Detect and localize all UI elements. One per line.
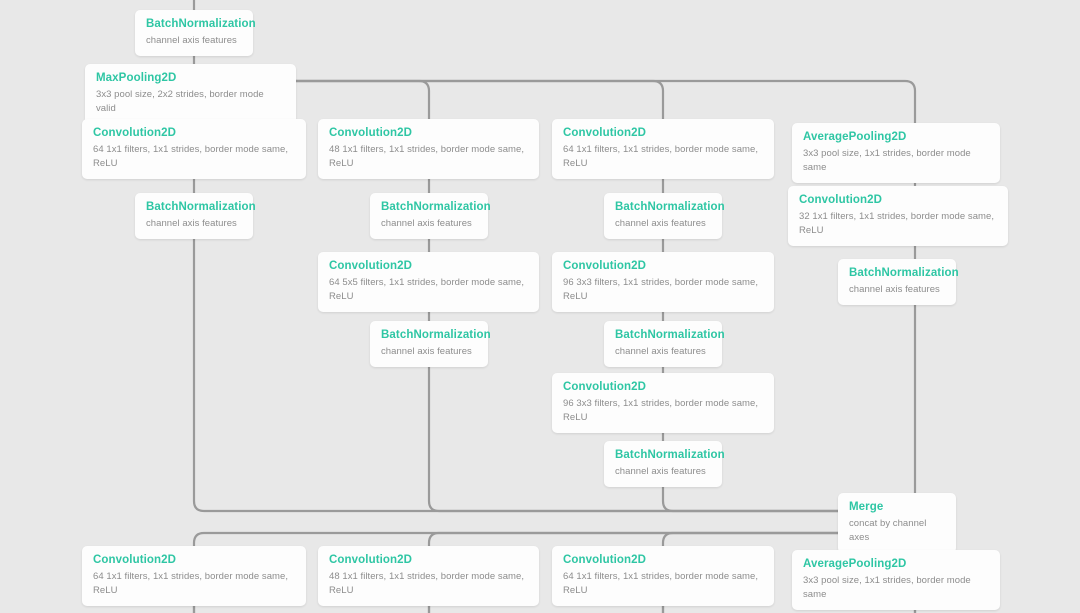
- edge-bus-to-col3: [296, 79, 665, 119]
- node-description: channel axis features: [615, 218, 706, 229]
- node-title: Convolution2D: [329, 127, 413, 139]
- node-description: 3x3 pool size, 1x1 strides, border mode …: [803, 148, 971, 173]
- node-title: Convolution2D: [563, 554, 647, 566]
- averagepooling2d-col4[interactable]: AveragePooling2D 3x3 pool size, 1x1 strid…: [792, 123, 1000, 183]
- node-description: 64 1x1 filters, 1x1 strides, border mode…: [563, 144, 759, 169]
- convolution2d-col4-row1[interactable]: Convolution2D 32 1x1 filters, 1x1 strides…: [788, 186, 1008, 246]
- node-title: Convolution2D: [563, 127, 647, 139]
- node-description: channel axis features: [381, 218, 472, 229]
- node-title: Convolution2D: [563, 260, 647, 272]
- node-title: AveragePooling2D: [803, 131, 907, 143]
- batchnormalization-col3-row2[interactable]: BatchNormalization channel axis features: [604, 321, 725, 367]
- node-description: channel axis features: [849, 284, 940, 295]
- convolution2d-col3-row2[interactable]: Convolution2D 96 3x3 filters, 1x1 strides…: [552, 252, 774, 312]
- node-description: 48 1x1 filters, 1x1 strides, border mode…: [329, 571, 525, 596]
- node-title: BatchNormalization: [615, 329, 725, 341]
- convolution2d-col3-row3[interactable]: Convolution2D 96 3x3 filters, 1x1 strides…: [552, 373, 774, 433]
- node-title: Merge: [849, 501, 884, 513]
- convolution2d-col2-row1[interactable]: Convolution2D 48 1x1 filters, 1x1 strides…: [318, 119, 539, 179]
- node-title: Convolution2D: [563, 381, 647, 393]
- convolution2d-col2-row2[interactable]: Convolution2D 64 5x5 filters, 1x1 strides…: [318, 252, 539, 312]
- node-title: Convolution2D: [93, 554, 177, 566]
- node-title: BatchNormalization: [146, 201, 256, 213]
- node-title: Convolution2D: [329, 554, 413, 566]
- node-description: channel axis features: [146, 218, 237, 229]
- maxpooling2d-top[interactable]: MaxPooling2D 3x3 pool size, 2x2 strides, …: [85, 64, 296, 124]
- convolution2d-bottom-col2[interactable]: Convolution2D 48 1x1 filters, 1x1 strides…: [318, 546, 539, 606]
- batchnormalization-col2-row1[interactable]: BatchNormalization channel axis features: [370, 193, 491, 239]
- batchnormalization-col3-row3[interactable]: BatchNormalization channel axis features: [604, 441, 725, 487]
- node-description: 96 3x3 filters, 1x1 strides, border mode…: [563, 277, 759, 302]
- node-title: BatchNormalization: [615, 449, 725, 461]
- edge-bus-to-col2: [296, 79, 431, 119]
- batchnormalization-col3-row1[interactable]: BatchNormalization channel axis features: [604, 193, 725, 239]
- node-title: BatchNormalization: [381, 201, 491, 213]
- node-description: channel axis features: [381, 346, 472, 357]
- node-title: BatchNormalization: [615, 201, 725, 213]
- averagepooling2d-bottom-col4[interactable]: AveragePooling2D 3x3 pool size, 1x1 strid…: [792, 550, 1000, 610]
- node-title: Convolution2D: [329, 260, 413, 272]
- node-title: Convolution2D: [93, 127, 177, 139]
- node-title: Convolution2D: [799, 194, 883, 206]
- node-title: BatchNormalization: [849, 267, 959, 279]
- node-description: 64 1x1 filters, 1x1 strides, border mode…: [563, 571, 759, 596]
- node-description: 48 1x1 filters, 1x1 strides, border mode…: [329, 144, 525, 169]
- node-description: 3x3 pool size, 2x2 strides, border mode …: [96, 89, 264, 114]
- node-description: 64 5x5 filters, 1x1 strides, border mode…: [329, 277, 525, 302]
- node-description: 3x3 pool size, 1x1 strides, border mode …: [803, 575, 971, 600]
- batchnormalization-col1-row1[interactable]: BatchNormalization channel axis features: [135, 193, 256, 239]
- convolution2d-bottom-col1[interactable]: Convolution2D 64 1x1 filters, 1x1 strides…: [82, 546, 306, 606]
- node-description: 64 1x1 filters, 1x1 strides, border mode…: [93, 571, 289, 596]
- node-title: BatchNormalization: [381, 329, 491, 341]
- node-description: 32 1x1 filters, 1x1 strides, border mode…: [799, 211, 995, 236]
- node-title: MaxPooling2D: [96, 72, 177, 84]
- batchnormalization-col4-row1[interactable]: BatchNormalization channel axis features: [838, 259, 959, 305]
- node-description: 96 3x3 filters, 1x1 strides, border mode…: [563, 398, 759, 423]
- edge-bus-to-col4: [296, 79, 917, 123]
- node-description: concat by channel axes: [849, 518, 927, 543]
- convolution2d-col1-row1[interactable]: Convolution2D 64 1x1 filters, 1x1 strides…: [82, 119, 306, 179]
- convolution2d-bottom-col3[interactable]: Convolution2D 64 1x1 filters, 1x1 strides…: [552, 546, 774, 606]
- node-description: channel axis features: [146, 35, 237, 46]
- batchnormalization-top[interactable]: BatchNormalization channel axis features: [135, 10, 256, 56]
- node-title: BatchNormalization: [146, 18, 256, 30]
- batchnormalization-col2-row2[interactable]: BatchNormalization channel axis features: [370, 321, 491, 367]
- convolution2d-col3-row1[interactable]: Convolution2D 64 1x1 filters, 1x1 strides…: [552, 119, 774, 179]
- node-description: channel axis features: [615, 466, 706, 477]
- node-description: channel axis features: [615, 346, 706, 357]
- merge-node[interactable]: Merge concat by channel axes: [838, 493, 956, 553]
- node-title: AveragePooling2D: [803, 558, 907, 570]
- node-description: 64 1x1 filters, 1x1 strides, border mode…: [93, 144, 289, 169]
